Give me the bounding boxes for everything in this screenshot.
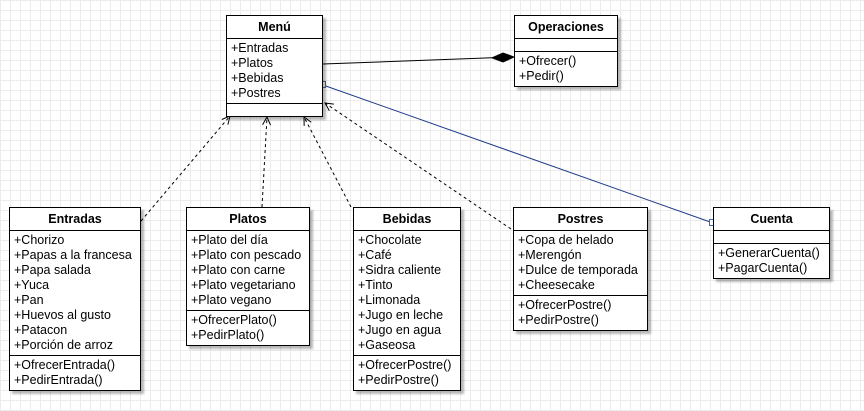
attribute-row: +Café <box>358 248 392 262</box>
attribute-row: +Chocolate <box>358 233 422 247</box>
attribute-row: +Jugo en agua <box>358 323 442 337</box>
attribute-row: +Gaseosa <box>358 338 416 352</box>
dependency-entradas-menu[interactable] <box>140 116 230 222</box>
attribute-row: +Entradas <box>231 41 289 55</box>
operations-compartment <box>227 104 322 116</box>
operation-row: +Ofrecer() <box>519 54 577 68</box>
class-name: Platos <box>187 208 309 231</box>
attribute-row: +Papas a la francesa <box>14 248 132 262</box>
composition-diamond <box>490 52 516 63</box>
attributes-compartment <box>515 39 617 52</box>
operations-compartment: +Ofrecer()+Pedir() <box>515 52 617 86</box>
attribute-row: +Pan <box>14 293 44 307</box>
class-menu[interactable]: Menú+Entradas+Platos+Bebidas+Postres <box>226 15 323 117</box>
attributes-compartment: +Entradas+Platos+Bebidas+Postres <box>227 39 322 104</box>
attribute-row: +Jugo en leche <box>358 308 444 322</box>
attribute-row: +Postres <box>231 86 281 100</box>
operation-row: +OfrecerPlato() <box>191 313 277 327</box>
operation-row: +PagarCuenta() <box>718 261 808 275</box>
attribute-row: +Dulce de temporada <box>518 263 638 277</box>
attributes-compartment: +Chorizo+Papas a la francesa+Papa salada… <box>10 231 140 356</box>
attributes-compartment <box>714 231 829 244</box>
attribute-row: +Plato con pescado <box>191 248 302 262</box>
operation-row: +PedirPostre() <box>518 313 599 327</box>
operation-row: +PedirEntrada() <box>14 373 103 387</box>
dependency-platos-menu[interactable] <box>261 117 267 208</box>
class-name: Operaciones <box>515 16 617 39</box>
operation-row: +PedirPlato() <box>191 328 265 342</box>
composition-line[interactable] <box>322 56 515 65</box>
attributes-compartment: +Copa de helado+Merengón+Dulce de tempor… <box>514 231 647 296</box>
attribute-row: +Huevos al gusto <box>14 308 111 322</box>
operations-compartment: +OfrecerPlato()+PedirPlato() <box>187 311 309 345</box>
attribute-row: +Cheesecake <box>518 278 595 292</box>
attribute-row: +Bebidas <box>231 71 284 85</box>
attribute-row: +Yuca <box>14 278 50 292</box>
operation-row: +OfrecerEntrada() <box>14 358 116 372</box>
attributes-compartment: +Chocolate+Café+Sidra caliente+Tinto+Lim… <box>354 231 460 356</box>
attribute-row: +Sidra caliente <box>358 263 442 277</box>
attribute-row: +Chorizo <box>14 233 65 247</box>
operation-row: +OfrecerPostre() <box>518 298 612 312</box>
operations-compartment: +OfrecerEntrada()+PedirEntrada() <box>10 356 140 390</box>
class-name: Entradas <box>10 208 140 231</box>
class-bebidas[interactable]: Bebidas+Chocolate+Café+Sidra caliente+Ti… <box>353 207 461 391</box>
class-entradas[interactable]: Entradas+Chorizo+Papas a la francesa+Pap… <box>9 207 141 391</box>
operations-compartment: +OfrecerPostre()+PedirPostre() <box>514 296 647 330</box>
association-menu-cuenta[interactable] <box>322 84 714 224</box>
attribute-row: +Porción de arroz <box>14 338 114 352</box>
class-name: Menú <box>227 16 322 39</box>
attribute-row: +Papa salada <box>14 263 91 277</box>
attribute-row: +Plato vegetariano <box>191 278 296 292</box>
operation-row: +PedirPostre() <box>358 373 439 387</box>
attribute-row: +Limonada <box>358 293 421 307</box>
operations-compartment: +GenerarCuenta()+PagarCuenta() <box>714 244 829 278</box>
attribute-row: +Plato vegano <box>191 293 272 307</box>
operation-row: +Pedir() <box>519 69 564 83</box>
attribute-row: +Tinto <box>358 278 393 292</box>
class-operaciones[interactable]: Operaciones +Ofrecer()+Pedir() <box>514 15 618 87</box>
attribute-row: +Platos <box>231 56 274 70</box>
attribute-row: +Patacon <box>14 323 68 337</box>
class-name: Bebidas <box>354 208 460 231</box>
class-postres[interactable]: Postres+Copa de helado+Merengón+Dulce de… <box>513 207 648 331</box>
attribute-row: +Plato del día <box>191 233 268 247</box>
class-name: Cuenta <box>714 208 829 231</box>
class-name: Postres <box>514 208 647 231</box>
operation-row: +OfrecerPostre() <box>358 358 452 372</box>
operations-compartment: +OfrecerPostre()+PedirPostre() <box>354 356 460 390</box>
attributes-compartment: +Plato del día+Plato con pescado+Plato c… <box>187 231 309 311</box>
operation-row: +GenerarCuenta() <box>718 246 820 260</box>
attribute-row: +Merengón <box>518 248 582 262</box>
dependency-bebidas-menu[interactable] <box>304 117 352 208</box>
class-platos[interactable]: Platos+Plato del día+Plato con pescado+P… <box>186 207 310 346</box>
attribute-row: +Copa de helado <box>518 233 614 247</box>
class-cuenta[interactable]: Cuenta +GenerarCuenta()+PagarCuenta() <box>713 207 830 279</box>
attribute-row: +Plato con carne <box>191 263 286 277</box>
